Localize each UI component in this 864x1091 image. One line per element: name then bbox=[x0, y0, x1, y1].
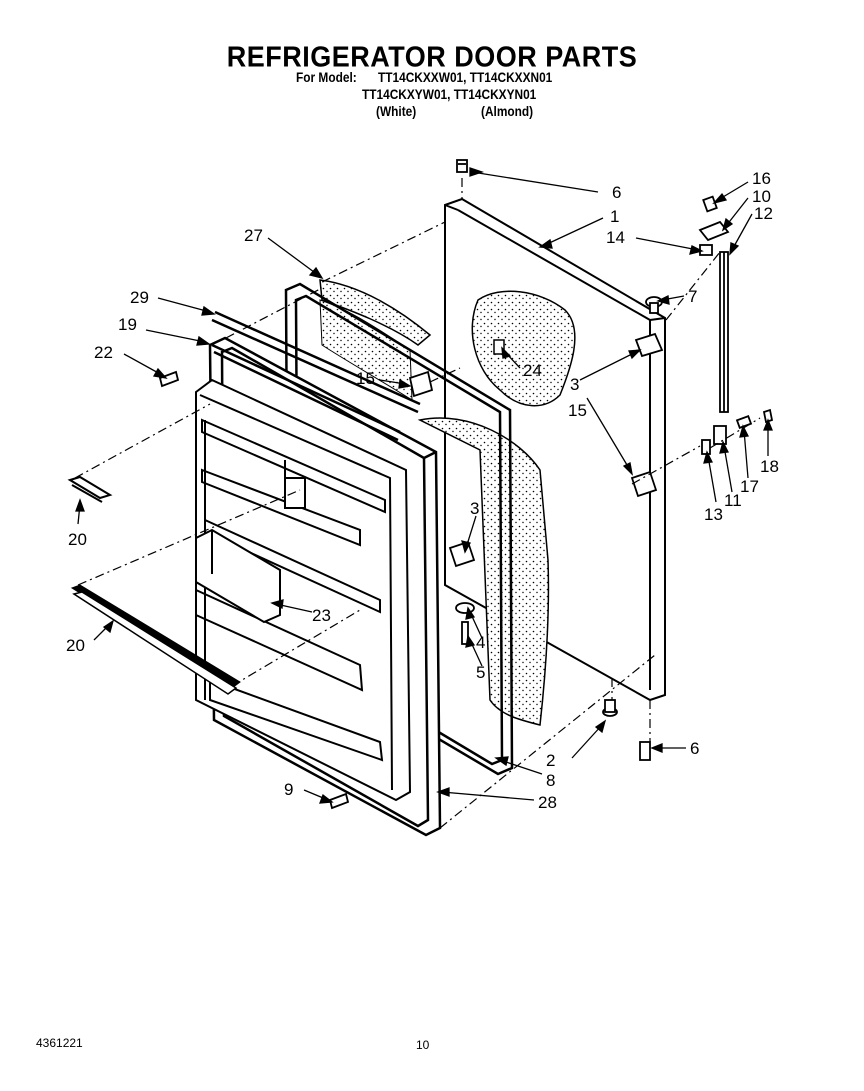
inner-door-liner bbox=[195, 378, 412, 802]
callout-5: 5 bbox=[476, 663, 485, 682]
callout-29: 29 bbox=[130, 288, 149, 307]
callout-3-right: 3 bbox=[570, 375, 579, 394]
callout-1: 1 bbox=[610, 207, 619, 226]
page-number: 10 bbox=[416, 1038, 430, 1052]
callout-20-upper: 20 bbox=[68, 530, 87, 549]
document-number: 4361221 bbox=[36, 1036, 83, 1050]
callout-11: 11 bbox=[724, 491, 742, 510]
callout-24: 24 bbox=[523, 361, 542, 380]
callout-16: 16 bbox=[752, 169, 771, 188]
callout-18: 18 bbox=[760, 457, 779, 476]
callout-2: 2 bbox=[546, 751, 555, 770]
callout-10: 10 bbox=[752, 187, 771, 206]
callout-12: 12 bbox=[754, 204, 773, 223]
model-list-line-1: TT14CKXXW01, TT14CKXXN01 bbox=[378, 70, 553, 85]
callout-6-bottom: 6 bbox=[690, 739, 699, 758]
model-list-line-2: TT14CKXYW01, TT14CKXYN01 bbox=[362, 87, 537, 102]
assembly-center-lines bbox=[74, 178, 761, 829]
shelf-retainer-23 bbox=[195, 528, 281, 624]
callout-17: 17 bbox=[740, 477, 759, 496]
callout-6-top: 6 bbox=[612, 183, 621, 202]
callout-15-left: 15 bbox=[356, 369, 375, 388]
foam-cutaway bbox=[471, 290, 576, 407]
callout-15-right: 15 bbox=[568, 401, 587, 420]
callout-7: 7 bbox=[688, 287, 697, 306]
retainer-clip-24 bbox=[493, 339, 505, 355]
page-title: REFRIGERATOR DOOR PARTS bbox=[226, 41, 638, 73]
callout-28: 28 bbox=[538, 793, 557, 812]
callout-19: 19 bbox=[118, 315, 137, 334]
shelf-bar-20-upper bbox=[67, 475, 113, 503]
callout-23: 23 bbox=[312, 606, 331, 625]
shelf-bar-20-lower bbox=[70, 584, 241, 695]
door-top-trim-19-29 bbox=[211, 310, 421, 442]
callout-13: 13 bbox=[704, 505, 723, 524]
callout-9: 9 bbox=[284, 780, 293, 799]
callout-20-lower: 20 bbox=[66, 636, 85, 655]
callout-27: 27 bbox=[244, 226, 263, 245]
callout-4: 4 bbox=[476, 633, 485, 652]
leader-lines bbox=[75, 167, 773, 804]
callout-22: 22 bbox=[94, 343, 113, 362]
callout-8: 8 bbox=[546, 771, 555, 790]
model-prefix: For Model: bbox=[296, 70, 357, 85]
color-label-white: (White) bbox=[376, 104, 417, 119]
callout-labels: 6 1 27 29 19 22 15 24 3 15 3 4 5 23 20 2… bbox=[66, 169, 779, 812]
callout-3-center: 3 bbox=[470, 499, 479, 518]
color-label-almond: (Almond) bbox=[481, 104, 534, 119]
door-insulation bbox=[319, 279, 550, 726]
callout-14: 14 bbox=[606, 228, 625, 247]
